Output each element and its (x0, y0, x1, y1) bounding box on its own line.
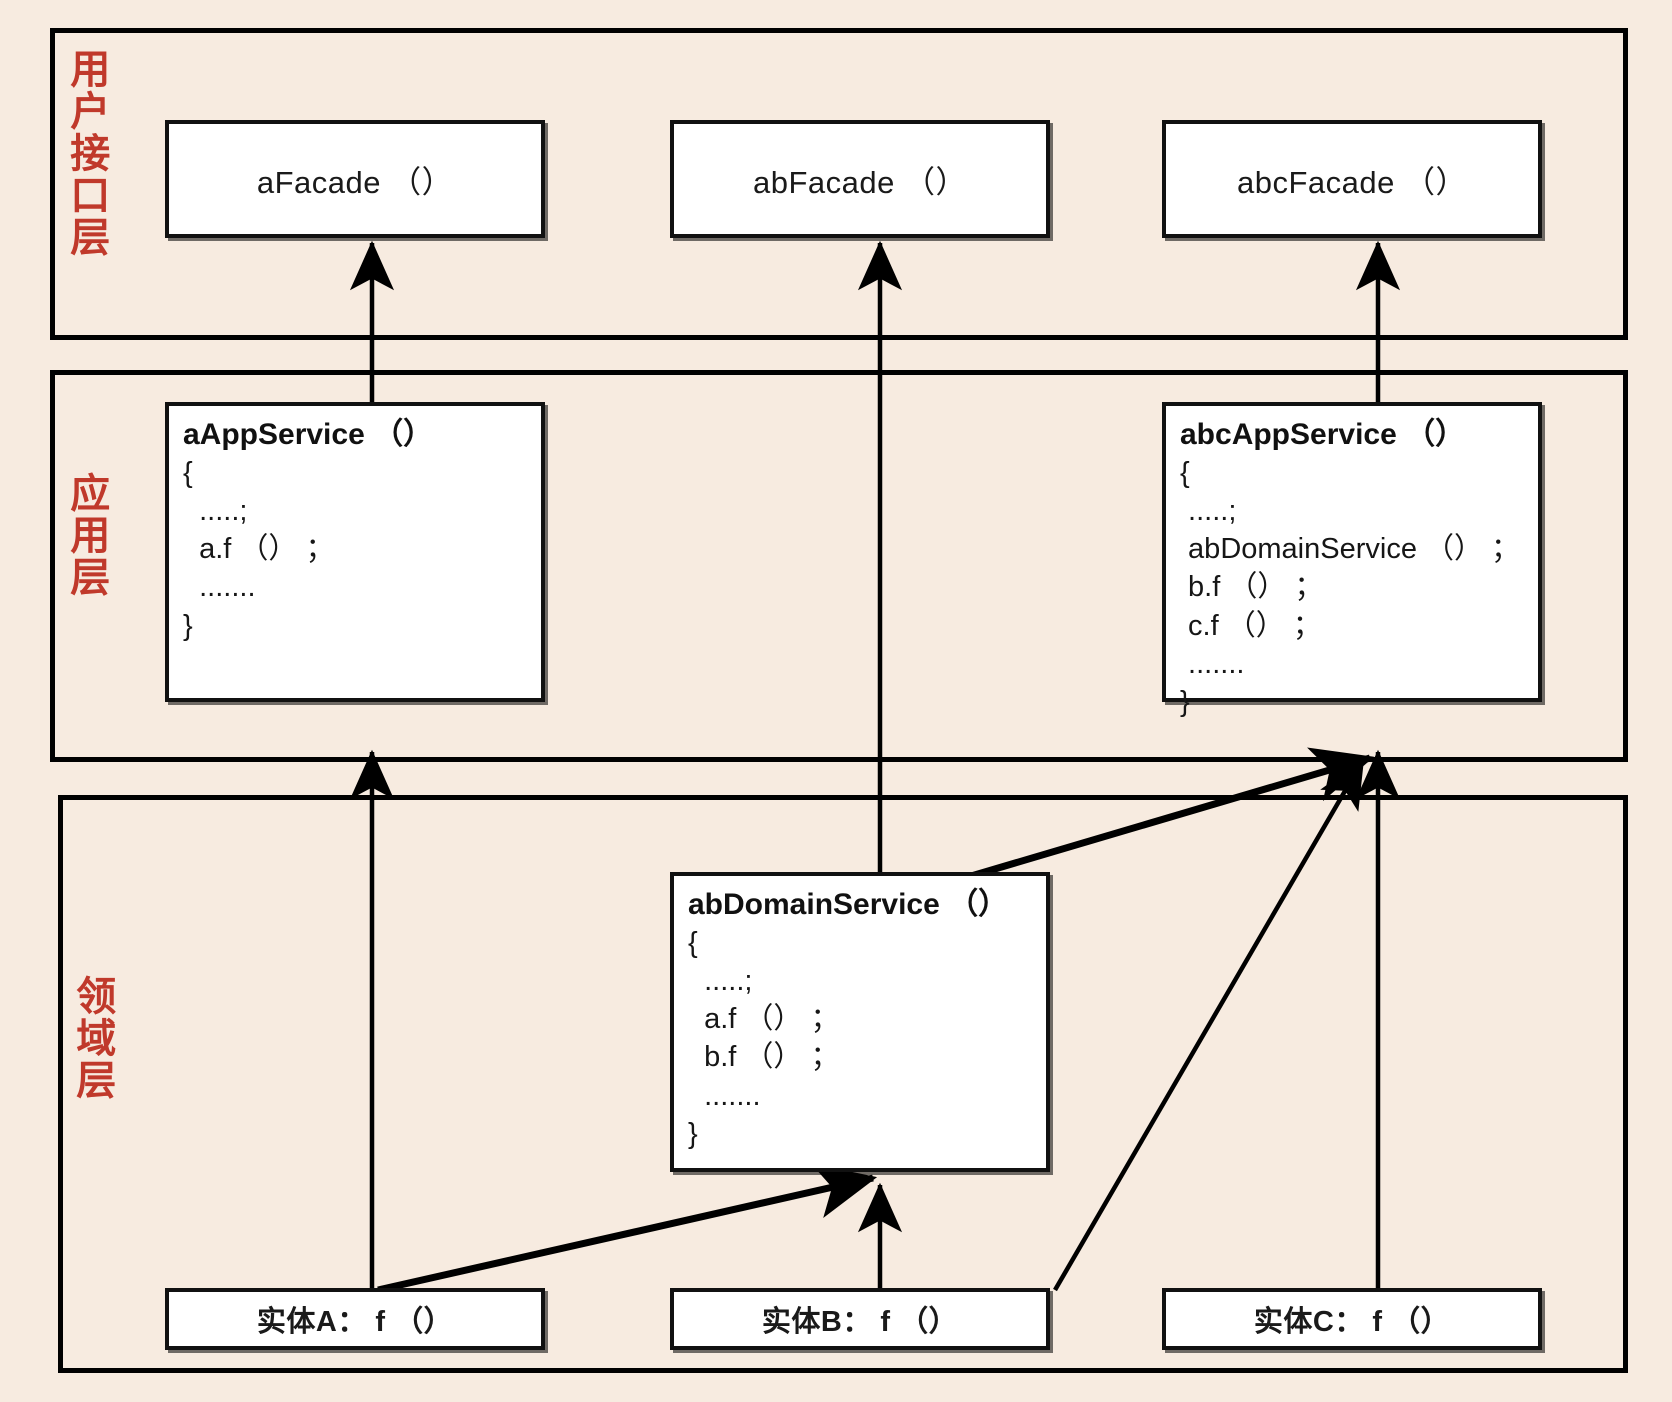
layer-label-application: 应用层 (64, 472, 109, 598)
app-service-title-abc-app-service: abcAppService （） (1180, 418, 1466, 451)
code-line: a.f （） ； (183, 533, 335, 566)
layer-domain (58, 795, 1628, 1373)
facade-label-abc-facade: abcFacade （） (1237, 164, 1467, 200)
entity-box-entity-c[interactable]: 实体C： f （） (1162, 1288, 1542, 1350)
code-line: } (688, 1117, 698, 1150)
code-line: } (183, 609, 193, 642)
domain-service-title-ab-domain-service: abDomainService （） (688, 888, 1009, 921)
entity-box-entity-a[interactable]: 实体A： f （） (165, 1288, 545, 1350)
facade-label-ab-facade: abFacade （） (753, 164, 967, 200)
code-line: ....... (183, 571, 256, 604)
facade-label-a-facade: aFacade （） (256, 164, 454, 200)
code-line: { (1180, 456, 1190, 489)
code-line: .....; (688, 964, 753, 997)
layer-application (50, 370, 1628, 762)
facade-box-abc-facade[interactable]: abcFacade （） (1162, 120, 1542, 238)
code-line: ....... (688, 1079, 761, 1112)
layer-user-interface (50, 28, 1628, 340)
facade-box-a-facade[interactable]: aFacade （） (165, 120, 545, 238)
domain-service-box-ab-domain-service[interactable]: abDomainService （） { .....; a.f （） ； b.f… (670, 872, 1050, 1172)
entity-box-entity-b[interactable]: 实体B： f （） (670, 1288, 1050, 1350)
app-service-box-a-app-service[interactable]: aAppService （） { .....; a.f （） ； .......… (165, 402, 545, 702)
app-service-title-a-app-service: aAppService （） (183, 418, 434, 451)
code-line: } (1180, 686, 1190, 719)
facade-box-ab-facade[interactable]: abFacade （） (670, 120, 1050, 238)
entity-label-entity-a: 实体A： f （） (256, 1306, 454, 1338)
code-line: .....; (1180, 494, 1237, 527)
code-line: .....; (183, 494, 248, 527)
code-line: { (183, 456, 193, 489)
layer-label-domain: 领域层 (70, 975, 115, 1101)
entity-label-entity-b: 实体B： f （） (761, 1306, 959, 1338)
code-line: ....... (1180, 647, 1245, 680)
layer-label-user-interface: 用户接口层 (64, 48, 109, 258)
code-line: b.f （） ； (688, 1041, 840, 1074)
entity-label-entity-c: 实体C： f （） (1253, 1306, 1451, 1338)
code-line: b.f （） ； (1180, 571, 1324, 604)
code-line: { (688, 926, 698, 959)
app-service-box-abc-app-service[interactable]: abcAppService （） { .....; abDomainServic… (1162, 402, 1542, 718)
code-line: a.f （） ； (688, 1003, 840, 1036)
code-line: c.f （） ； (1180, 609, 1322, 642)
code-line: abDomainService （） ； (1180, 533, 1521, 566)
